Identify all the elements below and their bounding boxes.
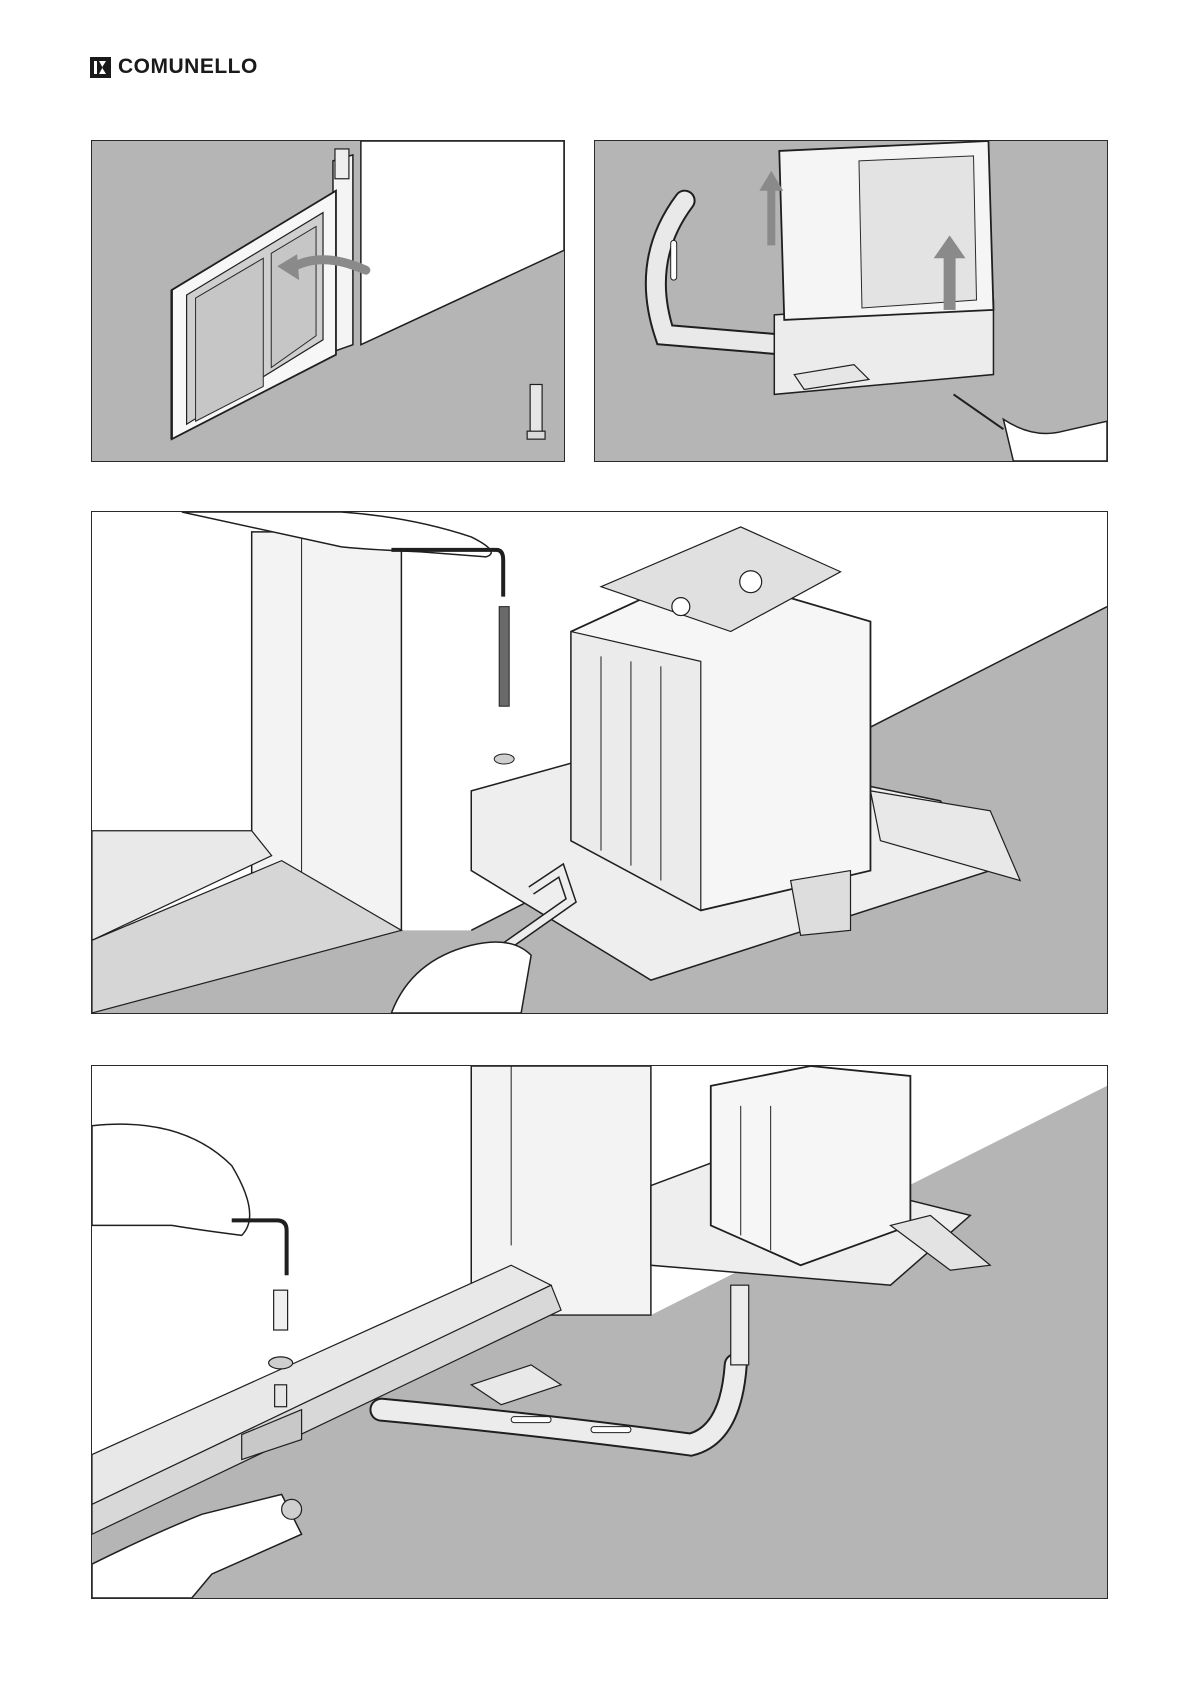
comunello-logo-icon (90, 57, 111, 78)
gate-opening-illustration (91, 140, 565, 462)
brand-name: COMUNELLO (118, 55, 258, 79)
cover-removal-illustration (594, 140, 1108, 462)
motor-fixing-illustration (91, 511, 1108, 1014)
brand-logo: COMUNELLO (90, 54, 258, 80)
arm-fixing-illustration (91, 1065, 1108, 1599)
